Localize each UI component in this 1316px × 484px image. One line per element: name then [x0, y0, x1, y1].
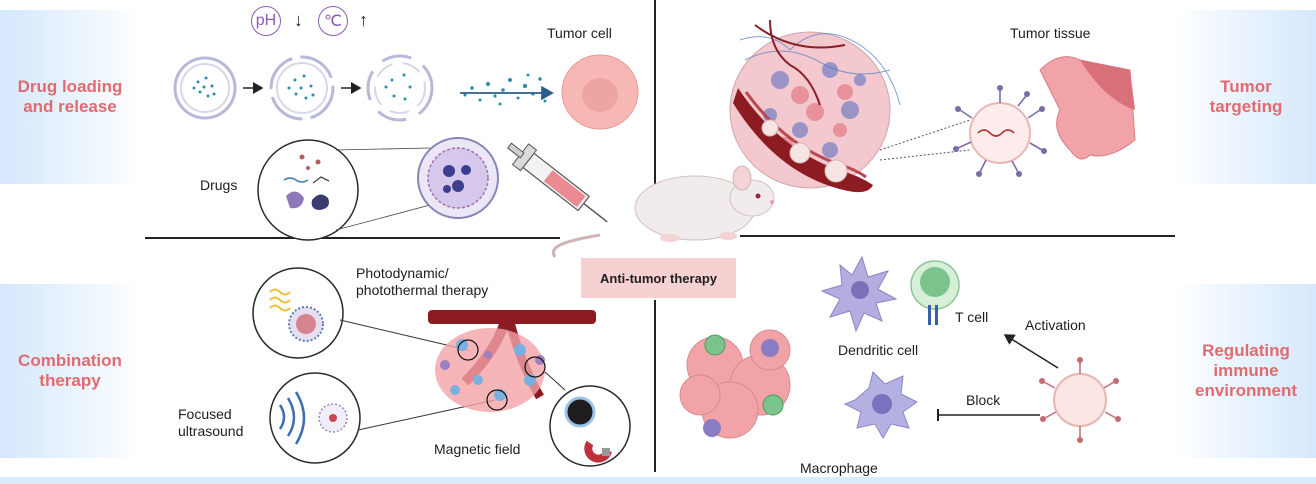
- section-drug-loading-label: Drug loading and release: [17, 77, 123, 116]
- magnetic-field-label: Magnetic field: [434, 441, 521, 457]
- nanoparticle-intact-icon: [173, 56, 237, 120]
- macrophage-icon: [843, 371, 918, 440]
- temperature-badge: ℃: [318, 6, 348, 36]
- focused-ultrasound-label: Focused ultrasound: [178, 406, 244, 439]
- dendritic-cell-label: Dendritic cell: [838, 342, 919, 358]
- section-tumor-targeting: Tumor targeting: [1176, 10, 1316, 184]
- syringe-icon: [507, 142, 608, 223]
- section-combination: Combination therapy: [0, 284, 140, 458]
- photo-therapy-label: Photodynamic/ photothermal therapy: [356, 265, 489, 298]
- up-arrow-icon: ↑: [359, 10, 368, 30]
- section-tumor-targeting-label: Tumor targeting: [1209, 77, 1283, 116]
- nanoparticle-swelling-icon: [269, 55, 335, 121]
- t-cell-label: T cell: [955, 309, 989, 325]
- activation-label: Activation: [1025, 317, 1086, 333]
- drug-release-stream: [463, 73, 547, 106]
- tumor-cell-label: Tumor cell: [547, 25, 612, 41]
- tumor-cluster-icon: [679, 329, 791, 439]
- ph-badge: pH: [251, 6, 281, 36]
- drugs-label: Drugs: [200, 177, 238, 193]
- section-combination-label: Combination therapy: [18, 351, 122, 390]
- ultrasound-magnifier-icon: [269, 372, 361, 464]
- section-immune-label: Regulating immune environment: [1194, 341, 1298, 400]
- section-immune: Regulating immune environment: [1176, 284, 1316, 458]
- center-title-box: Anti-tumor therapy: [581, 258, 736, 298]
- tissue-fragment-icon: [1039, 56, 1136, 160]
- nanoparticle-release-icon: [366, 54, 434, 122]
- dendritic-cell-icon: [820, 255, 898, 333]
- targeted-nanoparticle-icon: [953, 85, 1047, 177]
- t-cell-icon: [910, 260, 960, 325]
- magnet-magnifier-icon: [549, 385, 631, 467]
- mouse-icon: [551, 165, 775, 258]
- tumor-cell-icon: [561, 54, 639, 130]
- celsius-label: ℃: [324, 13, 342, 30]
- blood-vessel-icon: [733, 88, 873, 193]
- tumor-vessel-illustration: [428, 310, 596, 412]
- section-drug-loading: Drug loading and release: [0, 10, 140, 184]
- center-title: Anti-tumor therapy: [600, 270, 717, 286]
- ph-label: pH: [255, 12, 277, 29]
- macrophage-label: Macrophage: [800, 460, 878, 476]
- photo-therapy-magnifier-icon: [252, 267, 344, 359]
- down-arrow-icon: ↓: [294, 10, 303, 30]
- drugs-magnifier-icon: [257, 139, 359, 241]
- immune-nanoparticle-icon: [1039, 357, 1121, 443]
- loaded-nanoparticle-icon: [417, 137, 499, 219]
- tumor-tissue-label: Tumor tissue: [1010, 25, 1091, 41]
- activation-arrow-icon: [1003, 334, 1059, 369]
- block-label: Block: [966, 392, 1001, 408]
